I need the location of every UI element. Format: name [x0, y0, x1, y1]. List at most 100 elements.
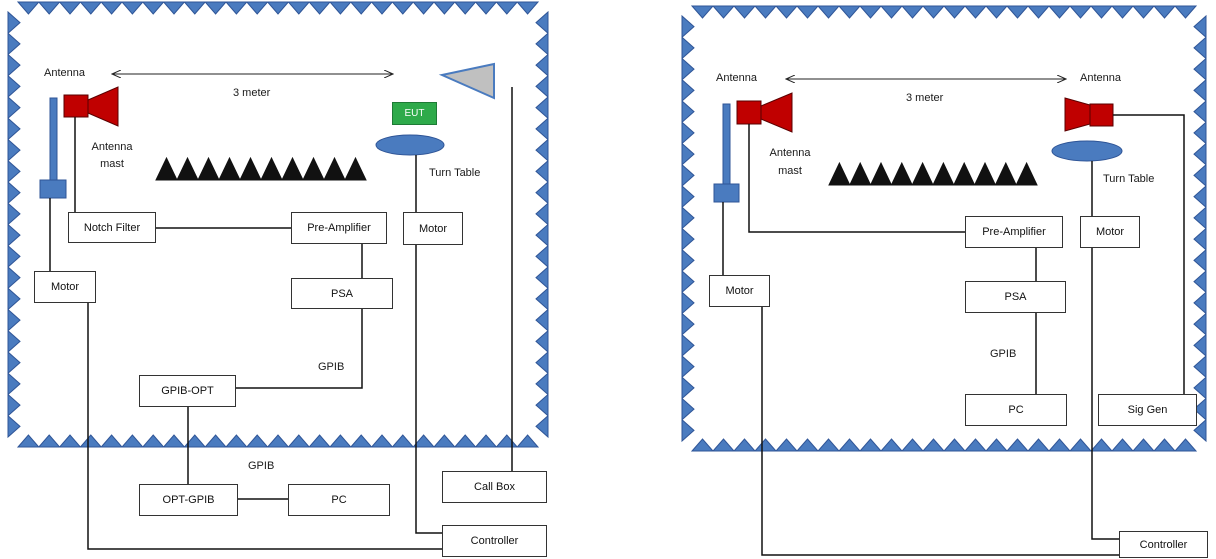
right-absorber-bottom [942, 438, 967, 452]
right-absorber-top [900, 5, 925, 19]
right-absorber-top [1068, 5, 1093, 19]
right-floor-absorber [973, 161, 997, 186]
right-absorber-bottom [1005, 438, 1030, 452]
left-absorber-bottom [79, 434, 103, 448]
right-absorber-left [681, 14, 695, 39]
left-absorber-top [516, 1, 540, 15]
left-absorber-left [7, 117, 21, 141]
right-absorber-top [858, 5, 883, 19]
left-absorber-left [7, 53, 21, 77]
left-absorber-bottom [120, 434, 144, 448]
left-pc-box: PC [288, 484, 390, 516]
left-pre-amplifier-box: Pre-Amplifier [291, 212, 387, 244]
right-absorber-right [1193, 312, 1207, 336]
left-absorber-bottom [495, 434, 519, 448]
left-absorber-left [7, 159, 21, 184]
left-absorber-top [16, 1, 40, 15]
left-absorber-left [7, 74, 21, 99]
left-absorber-top [183, 1, 207, 15]
right-absorber-top [816, 5, 841, 19]
left-absorber-left [7, 202, 21, 226]
left-absorber-top [328, 1, 352, 15]
left-absorber-top [79, 1, 103, 15]
left-absorber-left [7, 287, 21, 311]
left-eut-antenna-icon [438, 62, 495, 100]
right-antenna-right-label: Antenna [1080, 72, 1121, 84]
left-absorber-left [7, 10, 21, 35]
right-absorber-bottom [1089, 438, 1114, 452]
right-absorber-right [1193, 418, 1207, 443]
left-absorber-bottom [349, 434, 373, 448]
right-absorber-bottom [774, 438, 799, 452]
left-absorber-bottom [516, 434, 540, 448]
left-absorber-bottom [370, 434, 394, 448]
left-floor-absorber [323, 156, 346, 181]
right-gpib-label: GPIB [990, 348, 1017, 360]
right-absorber-left [681, 99, 695, 124]
left-absorber-right [535, 138, 549, 162]
right-absorber-bottom [732, 438, 757, 452]
left-antenna-mast-pole [49, 97, 58, 181]
right-horn-antenna-right-icon [1064, 97, 1114, 132]
right-sig-gen-box: Sig Gen [1098, 394, 1197, 426]
left-absorber-bottom [432, 434, 456, 448]
right-absorber-right [1193, 36, 1207, 60]
left-absorber-top [453, 1, 477, 15]
left-cables [49, 87, 513, 550]
left-absorber-bottom [287, 434, 311, 448]
left-absorber-top [370, 1, 394, 15]
right-absorber-right [1193, 206, 1207, 230]
left-absorber-top [308, 1, 332, 15]
left-gpib-label-1: GPIB [318, 361, 345, 373]
left-mast-motor-box: Motor [34, 271, 96, 303]
right-absorber-bottom [1173, 438, 1198, 452]
right-floor-absorber [932, 161, 955, 186]
right-absorber-right [1193, 269, 1207, 294]
left-absorber-top [474, 1, 498, 15]
right-mast-label-line2: mast [778, 165, 802, 177]
right-absorber-left [681, 121, 695, 145]
left-absorber-bottom [141, 434, 165, 448]
left-absorber-right [535, 308, 549, 332]
left-absorber-bottom [16, 434, 40, 448]
left-absorber-right [535, 372, 549, 396]
left-absorber-bottom [391, 434, 415, 448]
right-absorber-bottom [753, 438, 778, 452]
left-absorber-bottom [308, 434, 332, 448]
left-floor-absorber [197, 156, 220, 181]
left-absorber-top [204, 1, 228, 15]
right-absorber-top [1110, 5, 1135, 19]
left-distance-label: 3 meter [233, 87, 271, 99]
left-absorber-left [7, 244, 21, 269]
right-absorber-bottom [1152, 438, 1177, 452]
left-absorber-bottom [37, 434, 61, 448]
left-absorber-left [7, 138, 21, 162]
left-floor-absorber [260, 156, 283, 181]
right-absorber-top [963, 5, 988, 19]
right-absorber-bottom [711, 438, 736, 452]
left-floor-absorber [344, 156, 367, 181]
left-absorber-left [7, 95, 21, 120]
left-absorber-bottom [245, 434, 269, 448]
left-floor-absorber [239, 156, 262, 181]
right-absorber-bottom [1131, 438, 1156, 452]
right-absorber-right [1193, 163, 1207, 188]
left-absorber-right [535, 202, 549, 226]
left-absorber-top [391, 1, 415, 15]
left-floor-absorber [281, 156, 304, 181]
right-absorber-bottom [795, 438, 820, 452]
right-floor-absorber [1015, 161, 1038, 186]
right-absorber-right [1193, 14, 1207, 39]
right-absorber-right [1193, 248, 1207, 273]
right-absorber-left [681, 163, 695, 188]
left-absorber-bottom [266, 434, 290, 448]
left-psa-box: PSA [291, 278, 393, 309]
right-absorber-top [879, 5, 904, 19]
left-eut-box: EUT [392, 102, 437, 125]
right-chamber [713, 79, 1185, 556]
right-absorber-top [1173, 5, 1198, 19]
right-absorber-top [1131, 5, 1156, 19]
right-mast-carriage [713, 183, 740, 203]
right-floor-absorber [994, 161, 1017, 186]
